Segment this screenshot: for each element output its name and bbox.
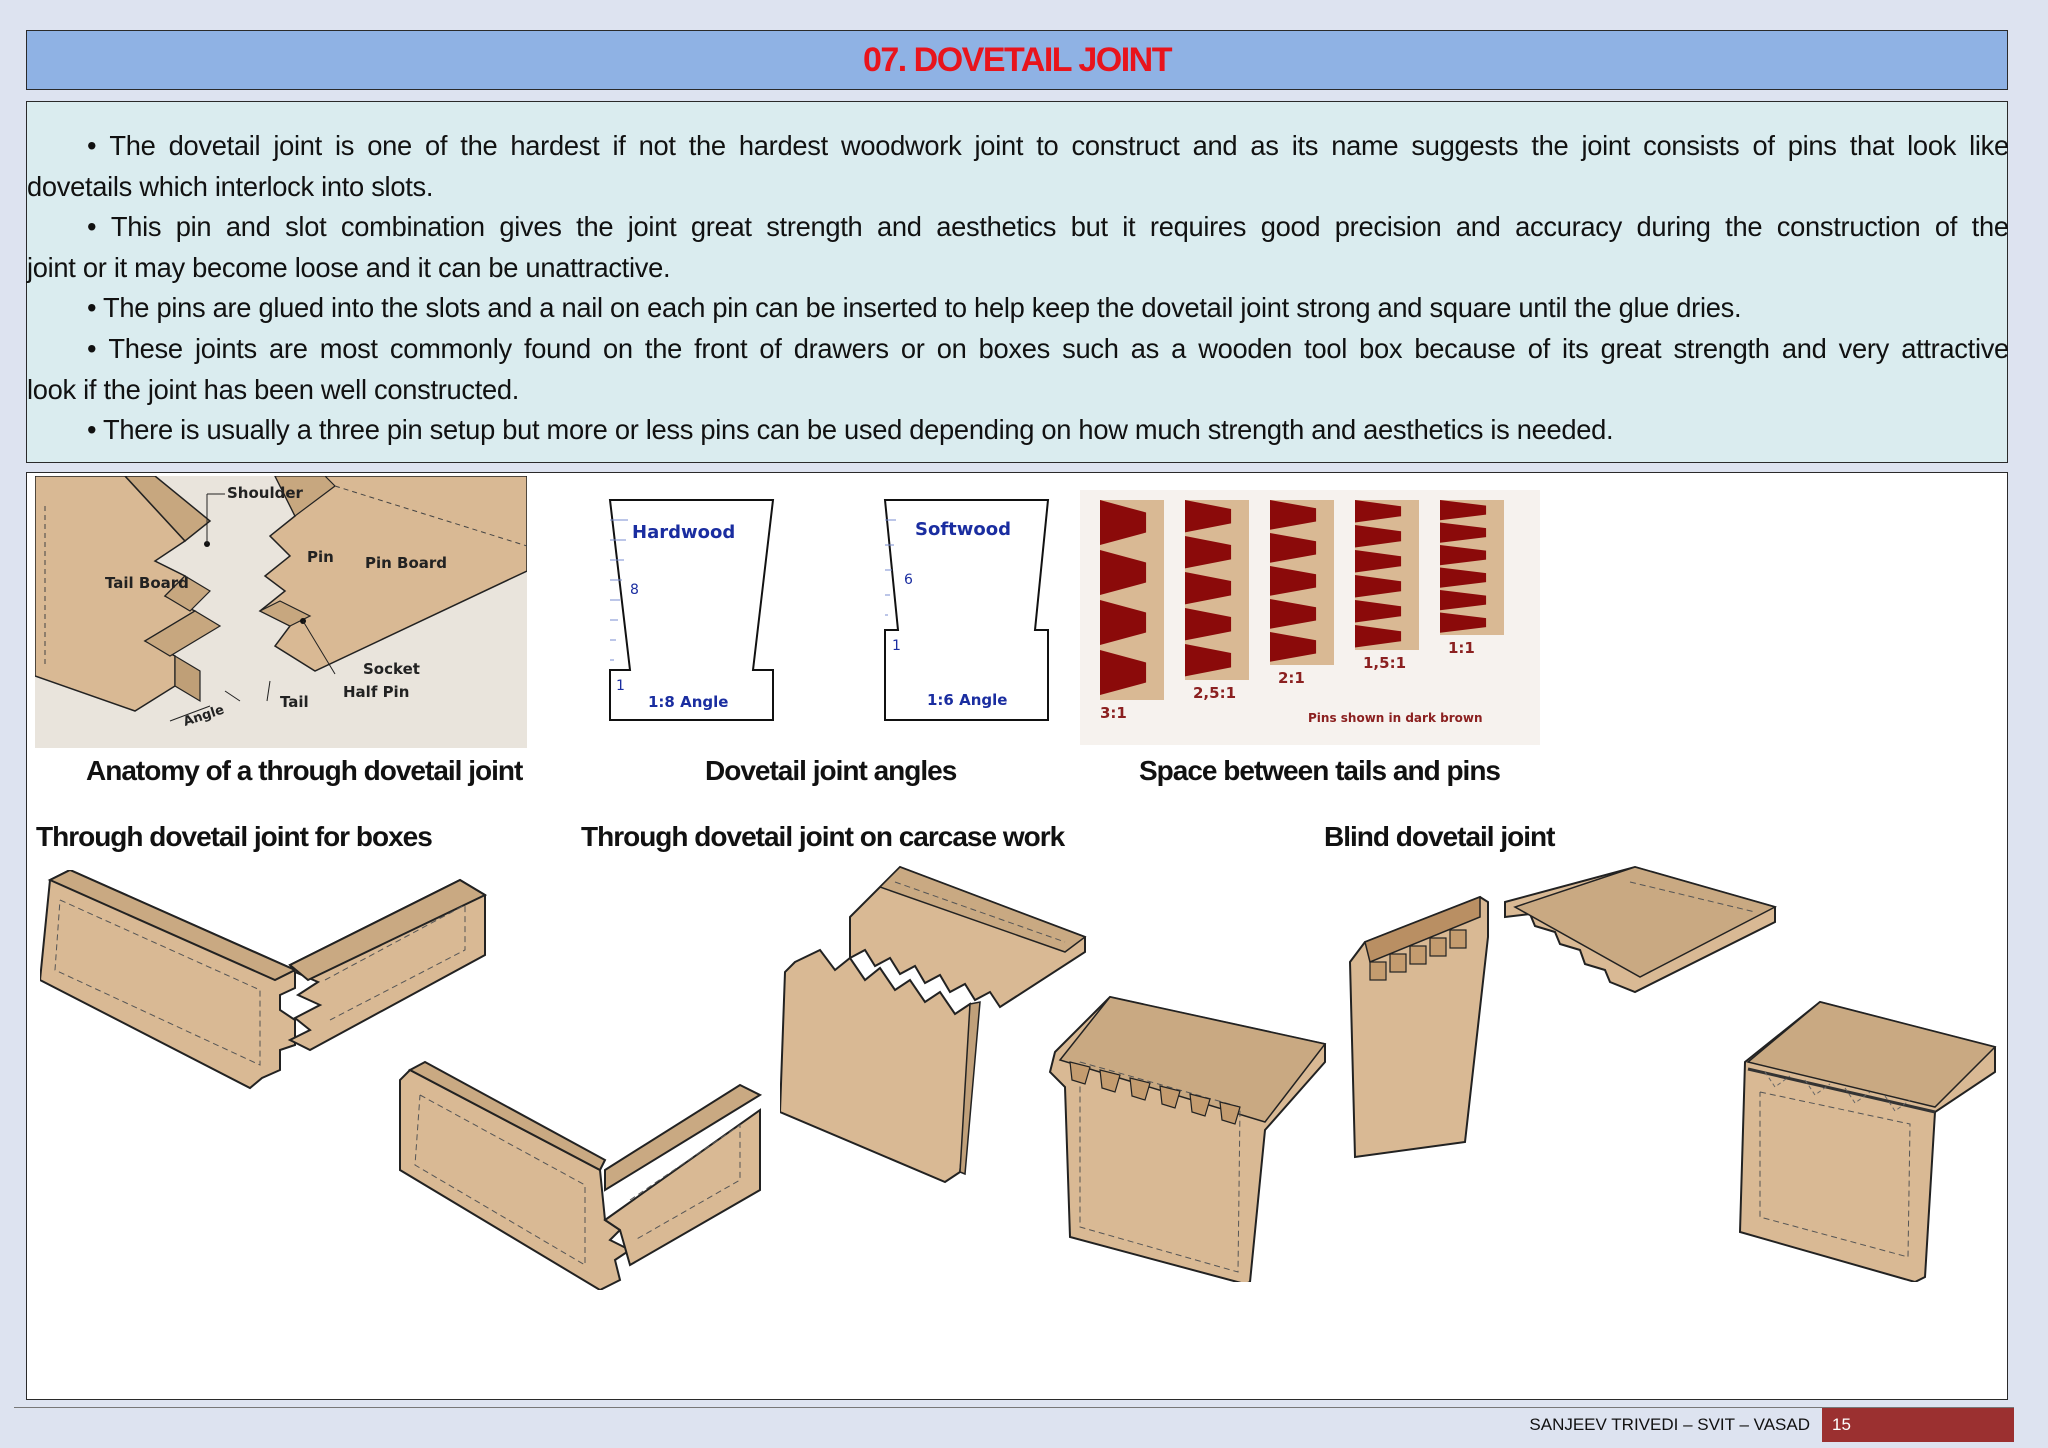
bullet-5: • There is usually a three pin setup but…	[27, 409, 2009, 450]
spacing-ratio-label: 1,5:1	[1363, 654, 1406, 672]
pin-mark	[1100, 550, 1147, 595]
blind-joint-illustration	[1348, 865, 1997, 1282]
bullet-5-line-1: • There is usually a three pin setup but…	[87, 414, 1614, 445]
hardwood-run: 1	[616, 678, 625, 694]
pin-mark	[1185, 500, 1232, 533]
pin-mark	[1185, 536, 1232, 569]
spacing-ratio-label: 2,5:1	[1193, 684, 1236, 702]
pin-mark	[1270, 500, 1317, 530]
caption-angles: Dovetail joint angles	[705, 755, 957, 786]
label-socket: Socket	[363, 660, 420, 678]
hardwood-rise: 8	[630, 582, 639, 598]
pin-mark	[1100, 500, 1147, 545]
caption-blind: Blind dovetail joint	[1324, 821, 1555, 852]
spacing-strip	[1440, 500, 1504, 635]
page-number: 15	[1822, 1408, 2014, 1442]
hardwood-angle: 1:8 Angle	[648, 693, 728, 711]
pin-mark	[1440, 545, 1487, 566]
carcase-joint-illustration	[780, 865, 1327, 1282]
pin-mark	[1270, 632, 1317, 662]
pin-mark	[1440, 590, 1487, 611]
bullet-4-line-2: look if the joint has been well construc…	[27, 374, 520, 405]
label-pin: Pin	[307, 548, 334, 566]
pin-mark	[1440, 522, 1487, 543]
caption-carcase: Through dovetail joint on carcase work	[581, 821, 1065, 852]
label-pin-board: Pin Board	[365, 554, 447, 572]
bullet-1-line-2: dovetails which interlock into slots.	[27, 171, 434, 202]
anatomy-diagram: Shoulder Pin Pin Board Tail Board Socket…	[35, 476, 527, 748]
page-title: 07. DOVETAIL JOINT	[862, 40, 1173, 79]
pin-mark	[1100, 600, 1147, 645]
pin-mark	[1355, 625, 1402, 648]
pin-mark	[1270, 599, 1317, 629]
pin-mark	[1100, 650, 1147, 695]
spacing-note: Pins shown in dark brown	[1308, 711, 1483, 725]
label-shoulder: Shoulder	[227, 484, 304, 502]
softwood-label: Softwood	[915, 519, 1011, 540]
dovetail-angles-diagram: Hardwood 8 1 1:8 Angle Softwood 6 1 1:6 …	[608, 499, 1050, 721]
bullet-3: • The pins are glued into the slots and …	[27, 287, 2009, 328]
title-bar: 07. DOVETAIL JOINT	[26, 30, 2008, 90]
spacing-ratio-label: 1:1	[1448, 639, 1475, 657]
pin-mark	[1355, 525, 1402, 548]
caption-anatomy: Anatomy of a through dovetail joint	[86, 755, 523, 786]
pin-mark	[1355, 575, 1402, 598]
box-joint-illustration	[40, 870, 763, 1290]
spacing-strip	[1355, 500, 1419, 650]
pin-mark	[1270, 566, 1317, 596]
label-half-pin: Half Pin	[343, 683, 409, 701]
spacing-ratio-label: 2:1	[1278, 669, 1305, 687]
pin-mark	[1440, 567, 1487, 588]
pin-mark	[1440, 612, 1487, 633]
pin-mark	[1440, 500, 1487, 521]
bullet-2-line-2: joint or it may become loose and it can …	[27, 252, 671, 283]
spacing-diagram: 3:1 2,5:1 2:1 1,5:1 1:1 Pins shown in dark b…	[1080, 490, 1540, 745]
pin-mark	[1355, 550, 1402, 573]
caption-spacing: Space between tails and pins	[1139, 755, 1501, 786]
spacing-ratio-label: 3:1	[1100, 704, 1127, 722]
footer-author: SANJEEV TRIVEDI – SVIT – VASAD	[1529, 1415, 1810, 1434]
caption-boxes: Through dovetail joint for boxes	[36, 821, 433, 852]
footer-divider	[14, 1407, 2014, 1408]
label-tail: Tail	[280, 693, 309, 711]
pin-mark	[1270, 533, 1317, 563]
bullet-3-line-1: • The pins are glued into the slots and …	[87, 292, 1742, 323]
softwood-run: 1	[892, 638, 901, 654]
pin-mark	[1185, 608, 1232, 641]
softwood-angle: 1:6 Angle	[927, 691, 1007, 709]
pin-mark	[1355, 600, 1402, 623]
label-tail-board: Tail Board	[105, 574, 189, 592]
hardwood-label: Hardwood	[632, 522, 735, 543]
pin-mark	[1185, 572, 1232, 605]
pin-mark	[1185, 644, 1232, 677]
softwood-rise: 6	[904, 572, 913, 588]
pin-mark	[1355, 500, 1402, 523]
